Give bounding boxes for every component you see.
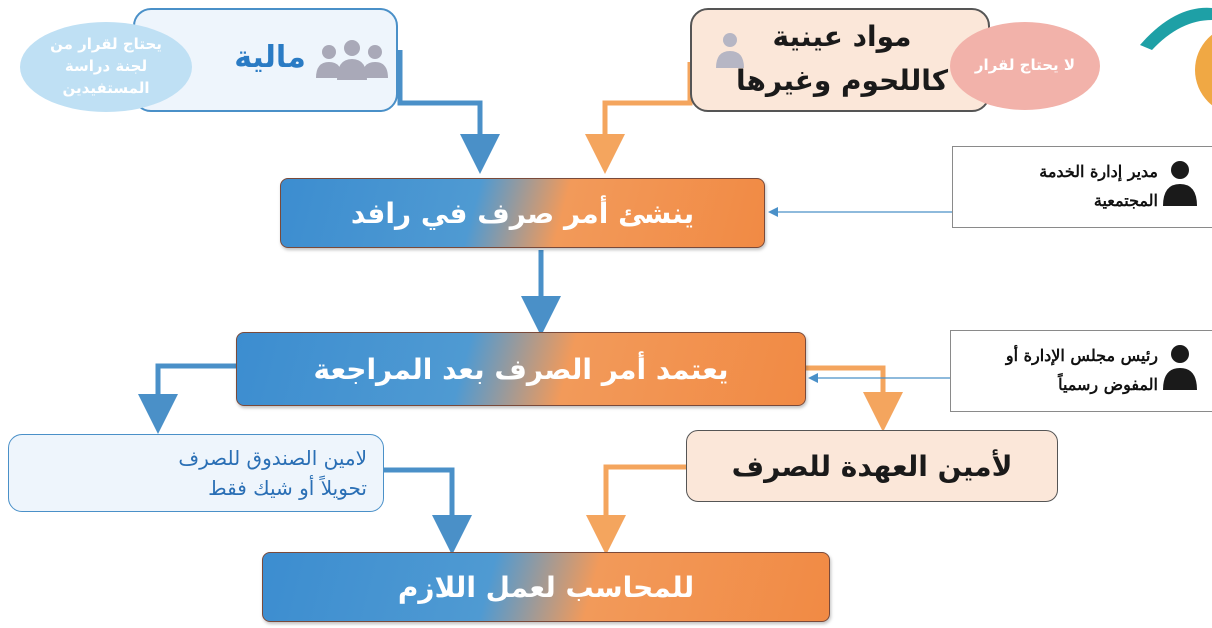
authority-1-line2: المجتمعية [1093, 191, 1158, 210]
inkind-line2: كاللحوم وغيرها [735, 64, 949, 97]
financial-title: مالية [234, 40, 306, 75]
inkind-line1: مواد عينية [772, 20, 912, 53]
inkind-box: مواد عينية كاللحوم وغيرها [690, 8, 990, 112]
authority-box-2: رئيس مجلس الإدارة أو المفوض رسمياً [950, 330, 1212, 412]
accountant-step: للمحاسب لعمل اللازم [262, 552, 830, 622]
authority-2-line2: المفوض رسمياً [1058, 375, 1158, 394]
person-icon [716, 33, 744, 68]
arrow-custody-to-accountant [586, 464, 686, 555]
arrow-inkind-to-create [585, 62, 693, 174]
approve-order-label: يعتمد أمر الصرف بعد المراجعة [313, 352, 729, 386]
arrow-approve-to-cashier [138, 363, 236, 434]
cashier-line1: لامين الصندوق للصرف [178, 446, 367, 470]
authority-box-1: مدير إدارة الخدمة المجتمعية [952, 146, 1212, 228]
arrow-cashier-to-accountant [384, 467, 472, 555]
authority-2-line1: رئيس مجلس الإدارة أو [1005, 346, 1158, 366]
financial-note: يحتاج لقرار من لجنة دراسة المستفيدين [50, 35, 162, 97]
people-group-icon [316, 40, 388, 80]
cashier-box: لامين الصندوق للصرف تحويلاً أو شيك فقط [8, 434, 384, 512]
cashier-line2: تحويلاً أو شيك فقط [208, 476, 367, 500]
accountant-label: للمحاسب لعمل اللازم [397, 570, 695, 604]
custody-label: لأمين العهدة للصرف [731, 449, 1013, 483]
authority-1-line1: مدير إدارة الخدمة [1039, 162, 1158, 182]
financial-note-bubble: يحتاج لقرار من لجنة دراسة المستفيدين [20, 22, 192, 112]
corner-decoration [1140, 7, 1212, 106]
arrow-approve-to-custody [806, 365, 903, 432]
create-order-step: ينشئ أمر صرف في رافد [280, 178, 765, 248]
create-order-label: ينشئ أمر صرف في رافد [350, 196, 695, 230]
approve-order-step: يعتمد أمر الصرف بعد المراجعة [236, 332, 806, 406]
arrow-financial-to-create [397, 50, 500, 174]
person-icon [1163, 345, 1197, 390]
custody-box: لأمين العهدة للصرف [686, 430, 1058, 502]
inkind-note-bubble: لا يحتاج لقرار [950, 22, 1100, 110]
inkind-note: لا يحتاج لقرار [974, 56, 1076, 75]
person-icon [1163, 161, 1197, 206]
